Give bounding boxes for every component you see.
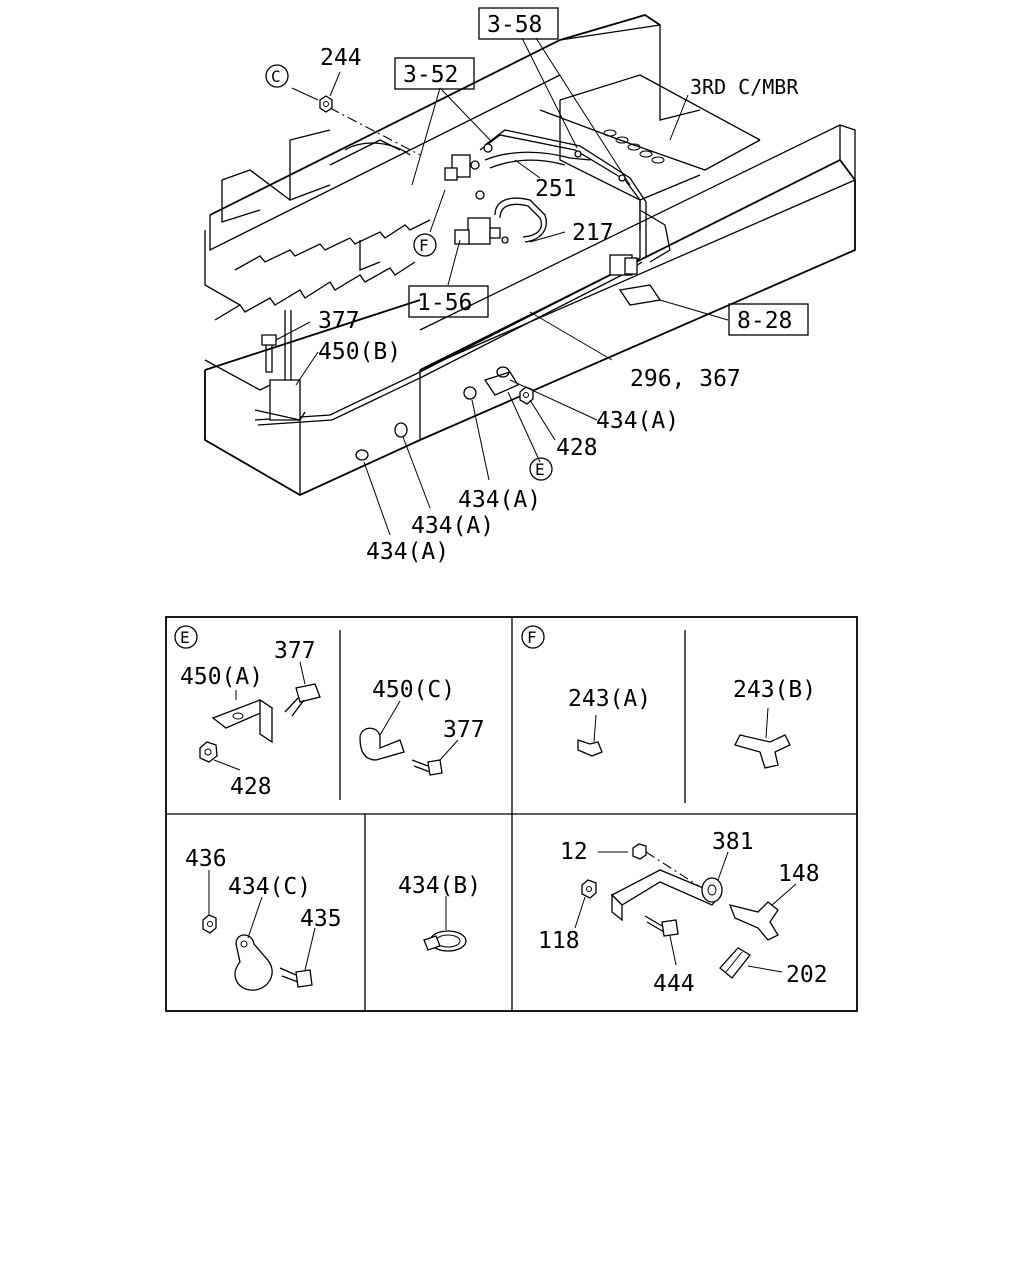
ref-box-3-52: 3-52: [394, 57, 475, 90]
label-434A-2: 434(A): [458, 487, 541, 513]
fitting-243B: [734, 734, 791, 769]
label-434C: 434(C): [228, 874, 311, 900]
label-435: 435: [300, 906, 342, 932]
label-450C: 450(C): [372, 677, 455, 703]
ref-box-1-56: 1-56: [408, 285, 489, 318]
circle-ref-f: F: [413, 233, 437, 257]
label-148: 148: [778, 861, 820, 887]
svg-text:E: E: [180, 628, 190, 647]
label-251: 251: [535, 176, 577, 202]
svg-text:3-58: 3-58: [487, 12, 542, 38]
svg-text:E: E: [535, 460, 545, 479]
svg-text:3-52: 3-52: [403, 62, 458, 88]
circle-ref-e-panel: E: [174, 625, 198, 649]
svg-text:1-56: 1-56: [417, 290, 472, 316]
svg-text:F: F: [527, 628, 537, 647]
ref-box-3-58: 3-58: [478, 7, 559, 40]
main-callouts: 244 251 217 377 450(B) 296, 367 434(A) 4…: [318, 45, 799, 565]
detail-panel-valve-bracket: 12 381 148 118 444 202: [538, 829, 828, 997]
valve-1-56: [467, 217, 491, 245]
circle-ref-e: E: [529, 457, 553, 481]
circle-ref-c: C: [265, 64, 289, 88]
clip-450C: [359, 727, 405, 761]
clip-434A-a: [355, 449, 369, 461]
detail-panel-f: F 243(A) 243(B): [521, 625, 816, 769]
label-428-e: 428: [230, 774, 272, 800]
detail-panel-434C: 436 434(C) 435: [185, 846, 342, 991]
label-243A: 243(A): [568, 686, 651, 712]
label-436: 436: [185, 846, 227, 872]
svg-text:C: C: [271, 67, 281, 86]
leader-lines-main: [275, 37, 729, 536]
fitting-148: [728, 901, 779, 941]
bolt-435: [295, 969, 313, 988]
label-444: 444: [653, 971, 695, 997]
ref-boxes: 3-58 3-52 1-56 8-28: [394, 7, 809, 336]
label-377-e: 377: [274, 638, 316, 664]
label-202: 202: [786, 962, 828, 988]
label-381: 381: [712, 829, 754, 855]
label-434A-1: 434(A): [596, 408, 679, 434]
bolt-377-main: [261, 334, 277, 346]
bolt-377-a: [295, 683, 321, 703]
label-377-e2: 377: [443, 717, 485, 743]
svg-text:8-28: 8-28: [737, 308, 792, 334]
bolt-444: [661, 919, 679, 937]
ref-box-8-28: 8-28: [728, 303, 809, 336]
clip-434A-c: [463, 386, 477, 400]
nut-118: [581, 879, 597, 899]
detail-table-frame: [165, 616, 858, 1012]
clip-434A-b: [394, 422, 408, 438]
svg-text:F: F: [419, 236, 429, 255]
nut-428-panel: [199, 741, 218, 763]
label-377: 377: [318, 308, 360, 334]
label-244: 244: [320, 45, 362, 71]
label-296-367: 296, 367: [630, 366, 741, 392]
circle-ref-f-panel: F: [521, 625, 545, 649]
nut-436: [202, 914, 217, 934]
valve-and-bracket-parts: [254, 95, 662, 461]
label-434A-4: 434(A): [366, 539, 449, 565]
bolt-377-b: [427, 759, 443, 776]
label-12: 12: [560, 839, 588, 865]
label-217: 217: [572, 220, 614, 246]
label-450B: 450(B): [318, 339, 401, 365]
fitting-243A: [577, 739, 603, 757]
nut-12: [632, 843, 647, 860]
label-3rd-cross-member: 3RD C/MBR: [690, 75, 799, 99]
label-243B: 243(B): [733, 677, 816, 703]
label-118: 118: [538, 928, 580, 954]
detail-panel-434B: 434(B): [398, 873, 481, 952]
clip-434C: [234, 934, 273, 991]
label-428: 428: [556, 435, 598, 461]
label-450A: 450(A): [180, 664, 263, 690]
detail-panel-e: E 377 450(A) 428 450(C) 377: [174, 625, 485, 800]
nut-244: [319, 95, 333, 113]
label-434B: 434(B): [398, 873, 481, 899]
circle-refs-main: C F E: [265, 64, 553, 481]
hose-202: [719, 947, 751, 979]
label-434A-3: 434(A): [411, 513, 494, 539]
